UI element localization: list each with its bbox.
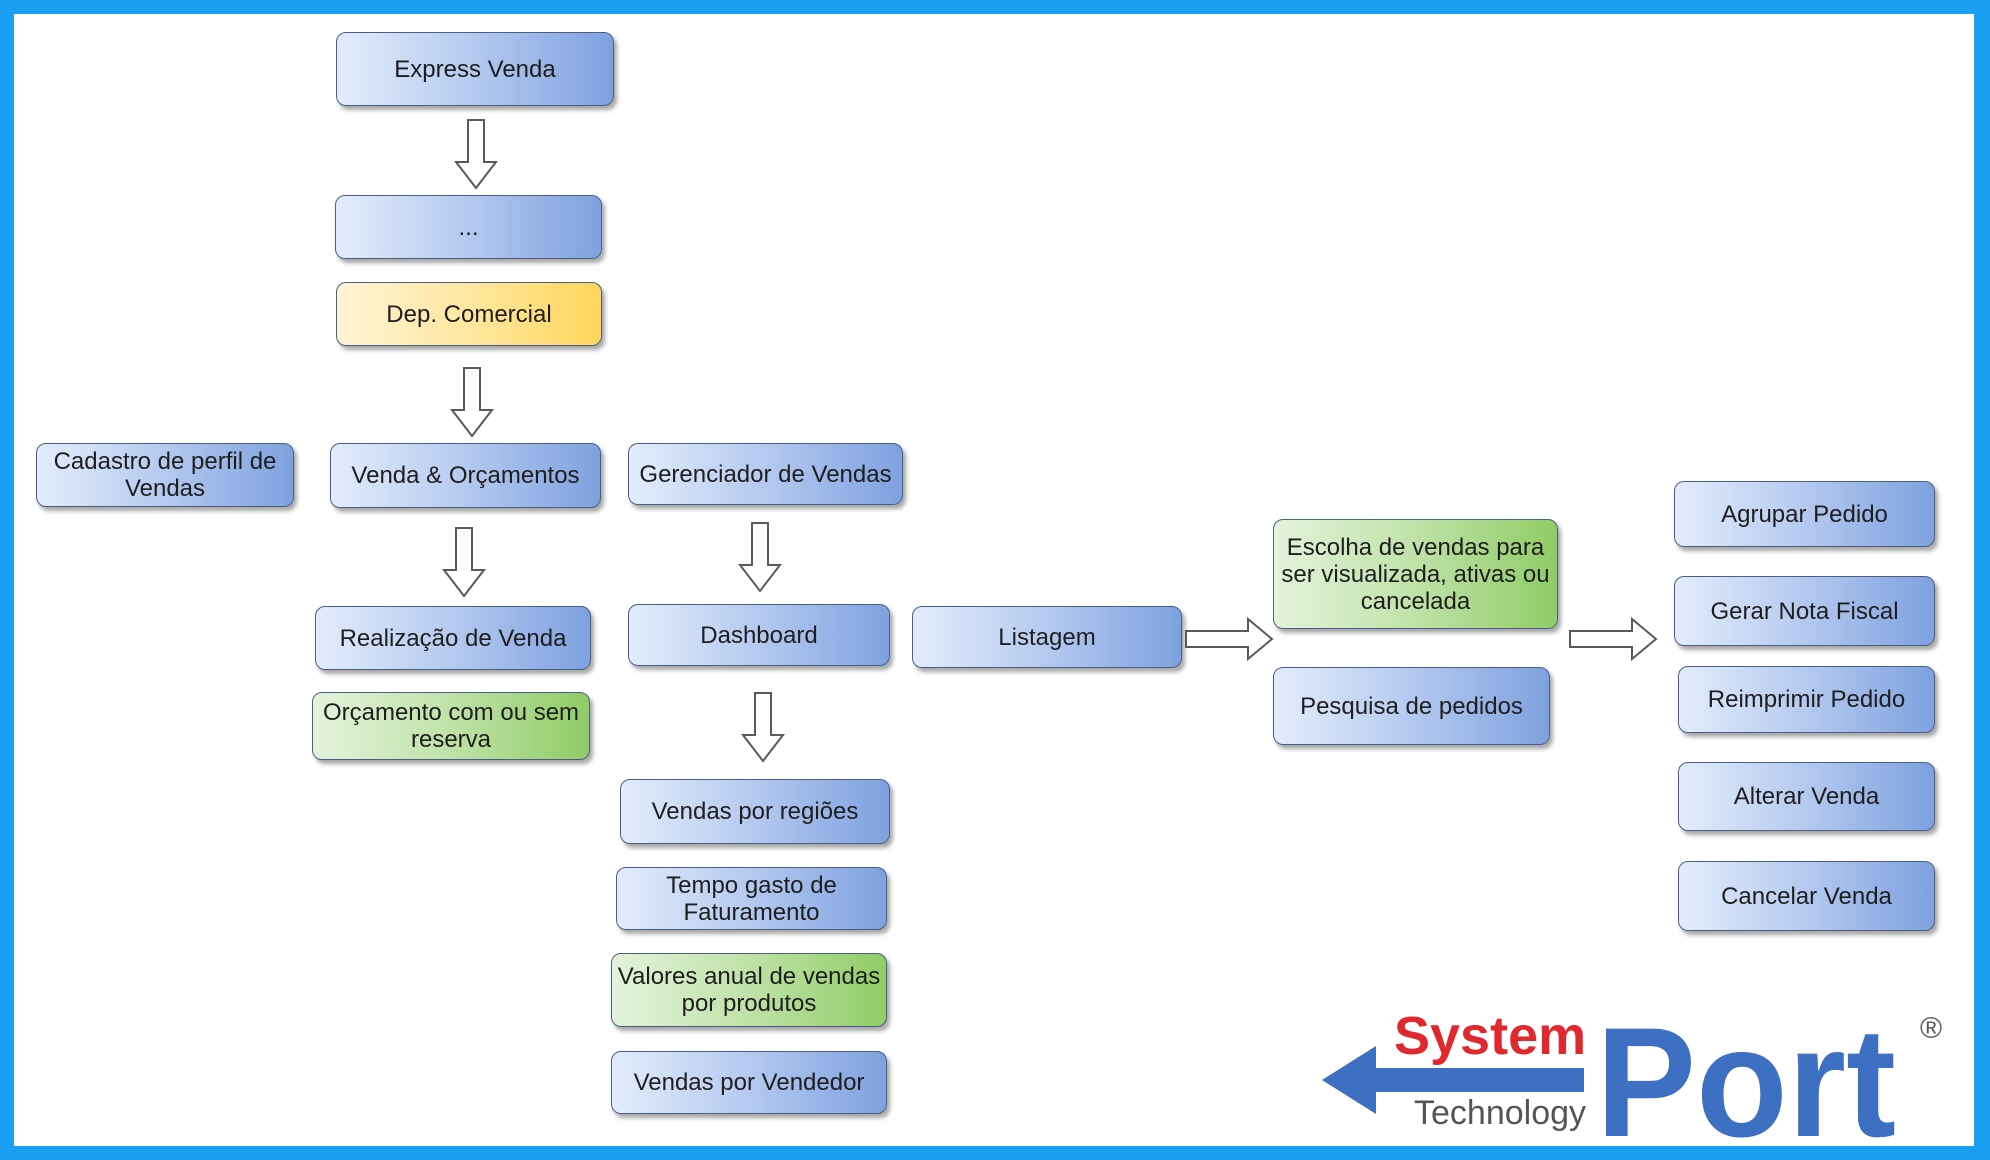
diagram-canvas: Express Venda ... Dep. Comercial Cadastr… (14, 14, 1974, 1154)
node-orcamento-reserva: Orçamento com ou sem reserva (312, 692, 590, 760)
node-alterar-venda: Alterar Venda (1678, 762, 1935, 831)
node-agrupar-pedido: Agrupar Pedido (1674, 481, 1935, 547)
node-express-venda: Express Venda (336, 32, 614, 106)
arrow-down-icon (740, 692, 786, 763)
node-gerenciador-vendas: Gerenciador de Vendas (628, 443, 903, 505)
node-venda-orcamentos: Venda & Orçamentos (330, 443, 601, 508)
logo-port-text: Port (1596, 1004, 1896, 1154)
arrow-down-icon (453, 119, 499, 190)
systemport-logo: System Technology Port ® (1322, 1004, 1942, 1154)
logo-technology-text: Technology (1414, 1094, 1586, 1132)
logo-registered-mark: ® (1920, 1012, 1942, 1045)
node-vendas-regioes: Vendas por regiões (620, 779, 890, 844)
node-vendas-vendedor: Vendas por Vendedor (611, 1051, 887, 1114)
node-dashboard: Dashboard (628, 604, 890, 666)
node-realizacao-venda: Realização de Venda (315, 606, 591, 670)
node-dep-comercial: Dep. Comercial (336, 282, 602, 346)
node-gerar-nota: Gerar Nota Fiscal (1674, 576, 1935, 646)
arrow-down-icon (737, 522, 783, 593)
arrow-down-icon (449, 367, 495, 438)
node-cadastro-perfil: Cadastro de perfil de Vendas (36, 443, 294, 507)
node-cancelar-venda: Cancelar Venda (1678, 861, 1935, 931)
arrow-right-icon (1185, 616, 1274, 662)
arrow-down-icon (441, 527, 487, 598)
node-reimprimir-pedido: Reimprimir Pedido (1678, 666, 1935, 733)
logo-arrow-icon (1322, 1046, 1584, 1114)
node-listagem: Listagem (912, 606, 1182, 668)
arrow-right-icon (1569, 616, 1658, 662)
node-ellipsis: ... (335, 195, 602, 259)
logo-system-text: System (1394, 1006, 1586, 1066)
node-escolha-vendas: Escolha de vendas para ser visualizada, … (1273, 519, 1558, 629)
node-valores-anual: Valores anual de vendas por produtos (611, 953, 887, 1027)
node-tempo-faturamento: Tempo gasto de Faturamento (616, 867, 887, 930)
node-pesquisa-pedidos: Pesquisa de pedidos (1273, 667, 1550, 745)
